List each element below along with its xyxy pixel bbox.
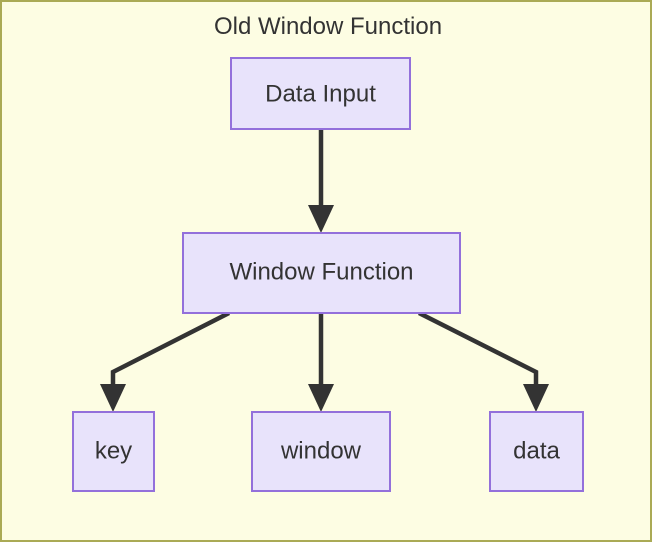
node-key[interactable]: key: [72, 411, 155, 492]
node-window-label: window: [280, 437, 362, 464]
edge-window-function-to-window: [308, 313, 334, 412]
arrowhead-icon: [523, 384, 549, 412]
node-data[interactable]: data: [489, 411, 584, 492]
node-data-input-label: Data Input: [265, 80, 376, 107]
node-window-box[interactable]: [251, 411, 391, 492]
edge-line: [417, 310, 539, 392]
node-key-box[interactable]: [72, 411, 155, 492]
arrowhead-icon: [308, 205, 334, 233]
arrowhead-icon: [308, 384, 334, 412]
edge-window-function-to-key: [100, 310, 231, 412]
node-data-input-box[interactable]: [230, 57, 411, 130]
arrowhead-icon: [100, 384, 126, 412]
edge-window-function-to-data: [417, 310, 549, 412]
node-key-label: key: [95, 437, 132, 464]
node-data-box[interactable]: [489, 411, 584, 492]
node-data-input[interactable]: Data Input: [230, 57, 411, 130]
node-window-function[interactable]: Window Function: [182, 232, 461, 314]
edge-data-input-to-window-function: [308, 129, 334, 233]
node-data-label: data: [513, 437, 560, 464]
node-window-function-label: Window Function: [229, 258, 413, 285]
edge-line: [110, 310, 231, 392]
node-window[interactable]: window: [251, 411, 391, 492]
node-window-function-box[interactable]: [182, 232, 461, 314]
diagram-title: Old Window Function: [214, 13, 442, 40]
